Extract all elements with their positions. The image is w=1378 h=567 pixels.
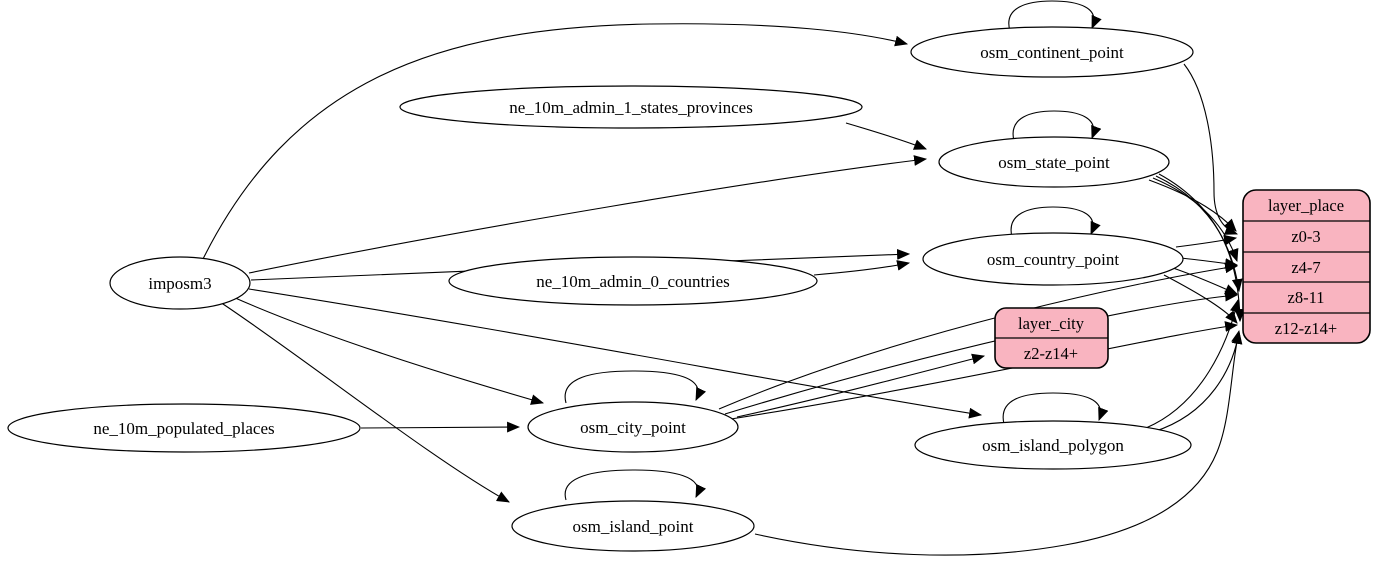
edge-imposm3-osm_island_point (219, 301, 510, 503)
edge-osm_state_point-layer_place-z4-7 (1152, 177, 1239, 263)
node-ne-10m-admin-1-states-provinces: ne_10m_admin_1_states_provinces (399, 85, 863, 129)
osm-city-point-ellipse (527, 401, 739, 453)
ne-10m-admin-1-ellipse (399, 85, 863, 129)
edge-self-loop-osm_state_point (1012, 110, 1102, 142)
osm-island-polygon-ellipse (914, 420, 1192, 470)
osm-state-point-ellipse (938, 136, 1170, 188)
node-ne-10m-populated-places: ne_10m_populated_places (7, 403, 361, 453)
layer-place-row-z0-3: z0-3 (1291, 227, 1320, 246)
node-osm-island-polygon: osm_island_polygon (914, 420, 1192, 470)
edge-imposm3-osm_city_point (232, 296, 545, 405)
edge-osm_country_point-layer_place-z4-7 (1179, 257, 1239, 269)
edge-osm_country_point-layer_place-z0-3 (1175, 234, 1238, 248)
edge-ne_10m_populated_places-osm_city_point (360, 421, 521, 433)
layer-city-title: layer_city (1018, 314, 1085, 333)
edge-ne_10m_admin_0_countries-osm_country_point (813, 260, 911, 276)
osm-city-point-label: osm_city_point (580, 418, 686, 437)
edge-self-loop-osm_city_point (564, 370, 707, 404)
ne-10m-admin-0-ellipse (448, 256, 818, 306)
osm-country-point-label: osm_country_point (987, 250, 1119, 269)
edge-osm_city_point-layer_place-z8-11 (724, 290, 1239, 415)
edges (202, 0, 1246, 556)
edge-imposm3-osm_state_point (248, 155, 928, 274)
ne-10m-admin-1-label: ne_10m_admin_1_states_provinces (509, 98, 753, 117)
edge-osm_state_point-layer_place-z8-11 (1155, 175, 1243, 293)
osm-country-point-ellipse (922, 232, 1184, 286)
node-osm-state-point: osm_state_point (938, 136, 1170, 188)
edge-osm_state_point-layer_place-z0-3 (1148, 179, 1237, 232)
edge-osm_city_point-layer_city-z2-z14 (736, 353, 986, 418)
edge-ne_10m_admin_1_states_provinces-osm_state_point (845, 122, 928, 150)
layer-place-title: layer_place (1268, 196, 1344, 215)
layer-place-box (1242, 189, 1371, 344)
ne-10m-populated-places-label: ne_10m_populated_places (93, 419, 274, 438)
edge-imposm3-osm_continent_point (202, 23, 909, 260)
ne-10m-populated-places-ellipse (7, 403, 361, 453)
osm-continent-point-ellipse (910, 26, 1194, 78)
edge-imposm3-osm_island_polygon (248, 288, 983, 419)
imposm3-ellipse (109, 256, 251, 310)
osm-continent-point-label: osm_continent_point (980, 43, 1124, 62)
node-osm-island-point: osm_island_point (511, 500, 755, 552)
edge-osm_continent_point-layer_place-z0-3 (1183, 63, 1239, 235)
edge-osm_city_point-layer_place-z12-z14 (730, 321, 1239, 420)
edge-osm_island_point-layer_place-z12-z14 (754, 329, 1242, 556)
node-osm-continent-point: osm_continent_point (910, 26, 1194, 78)
record-layer-place: layer_place z0-3 z4-7 z8-11 z12-z14+ (1242, 189, 1371, 344)
layer-city-row-z2-z14: z2-z14+ (1024, 344, 1078, 363)
edge-osm_island_polygon-layer_place-z8-11 (1145, 298, 1241, 429)
osm-state-point-label: osm_state_point (998, 153, 1110, 172)
node-osm-city-point: osm_city_point (527, 401, 739, 453)
layer-place-row-z4-7: z4-7 (1291, 258, 1320, 277)
osm-island-point-label: osm_island_point (573, 517, 694, 536)
edge-self-loop-osm_continent_point (1008, 0, 1102, 32)
edge-osm_country_point-layer_place-z8-11 (1172, 267, 1238, 295)
node-ne-10m-admin-0-countries: ne_10m_admin_0_countries (448, 256, 818, 306)
layer-place-row-z12-z14: z12-z14+ (1275, 319, 1337, 338)
edge-self-loop-osm_island_point (564, 469, 707, 501)
edge-self-loop-osm_island_polygon (1002, 392, 1109, 425)
layer-place-row-z8-11: z8-11 (1288, 288, 1325, 307)
node-imposm3: imposm3 (109, 256, 251, 310)
ne-10m-admin-0-label: ne_10m_admin_0_countries (536, 272, 730, 291)
node-osm-country-point: osm_country_point (922, 232, 1184, 286)
osm-island-polygon-label: osm_island_polygon (982, 436, 1124, 455)
record-layer-city: layer_city z2-z14+ (994, 307, 1109, 369)
imposm3-label: imposm3 (148, 274, 211, 293)
osm-island-point-ellipse (511, 500, 755, 552)
edge-self-loop-osm_country_point (1010, 206, 1101, 238)
